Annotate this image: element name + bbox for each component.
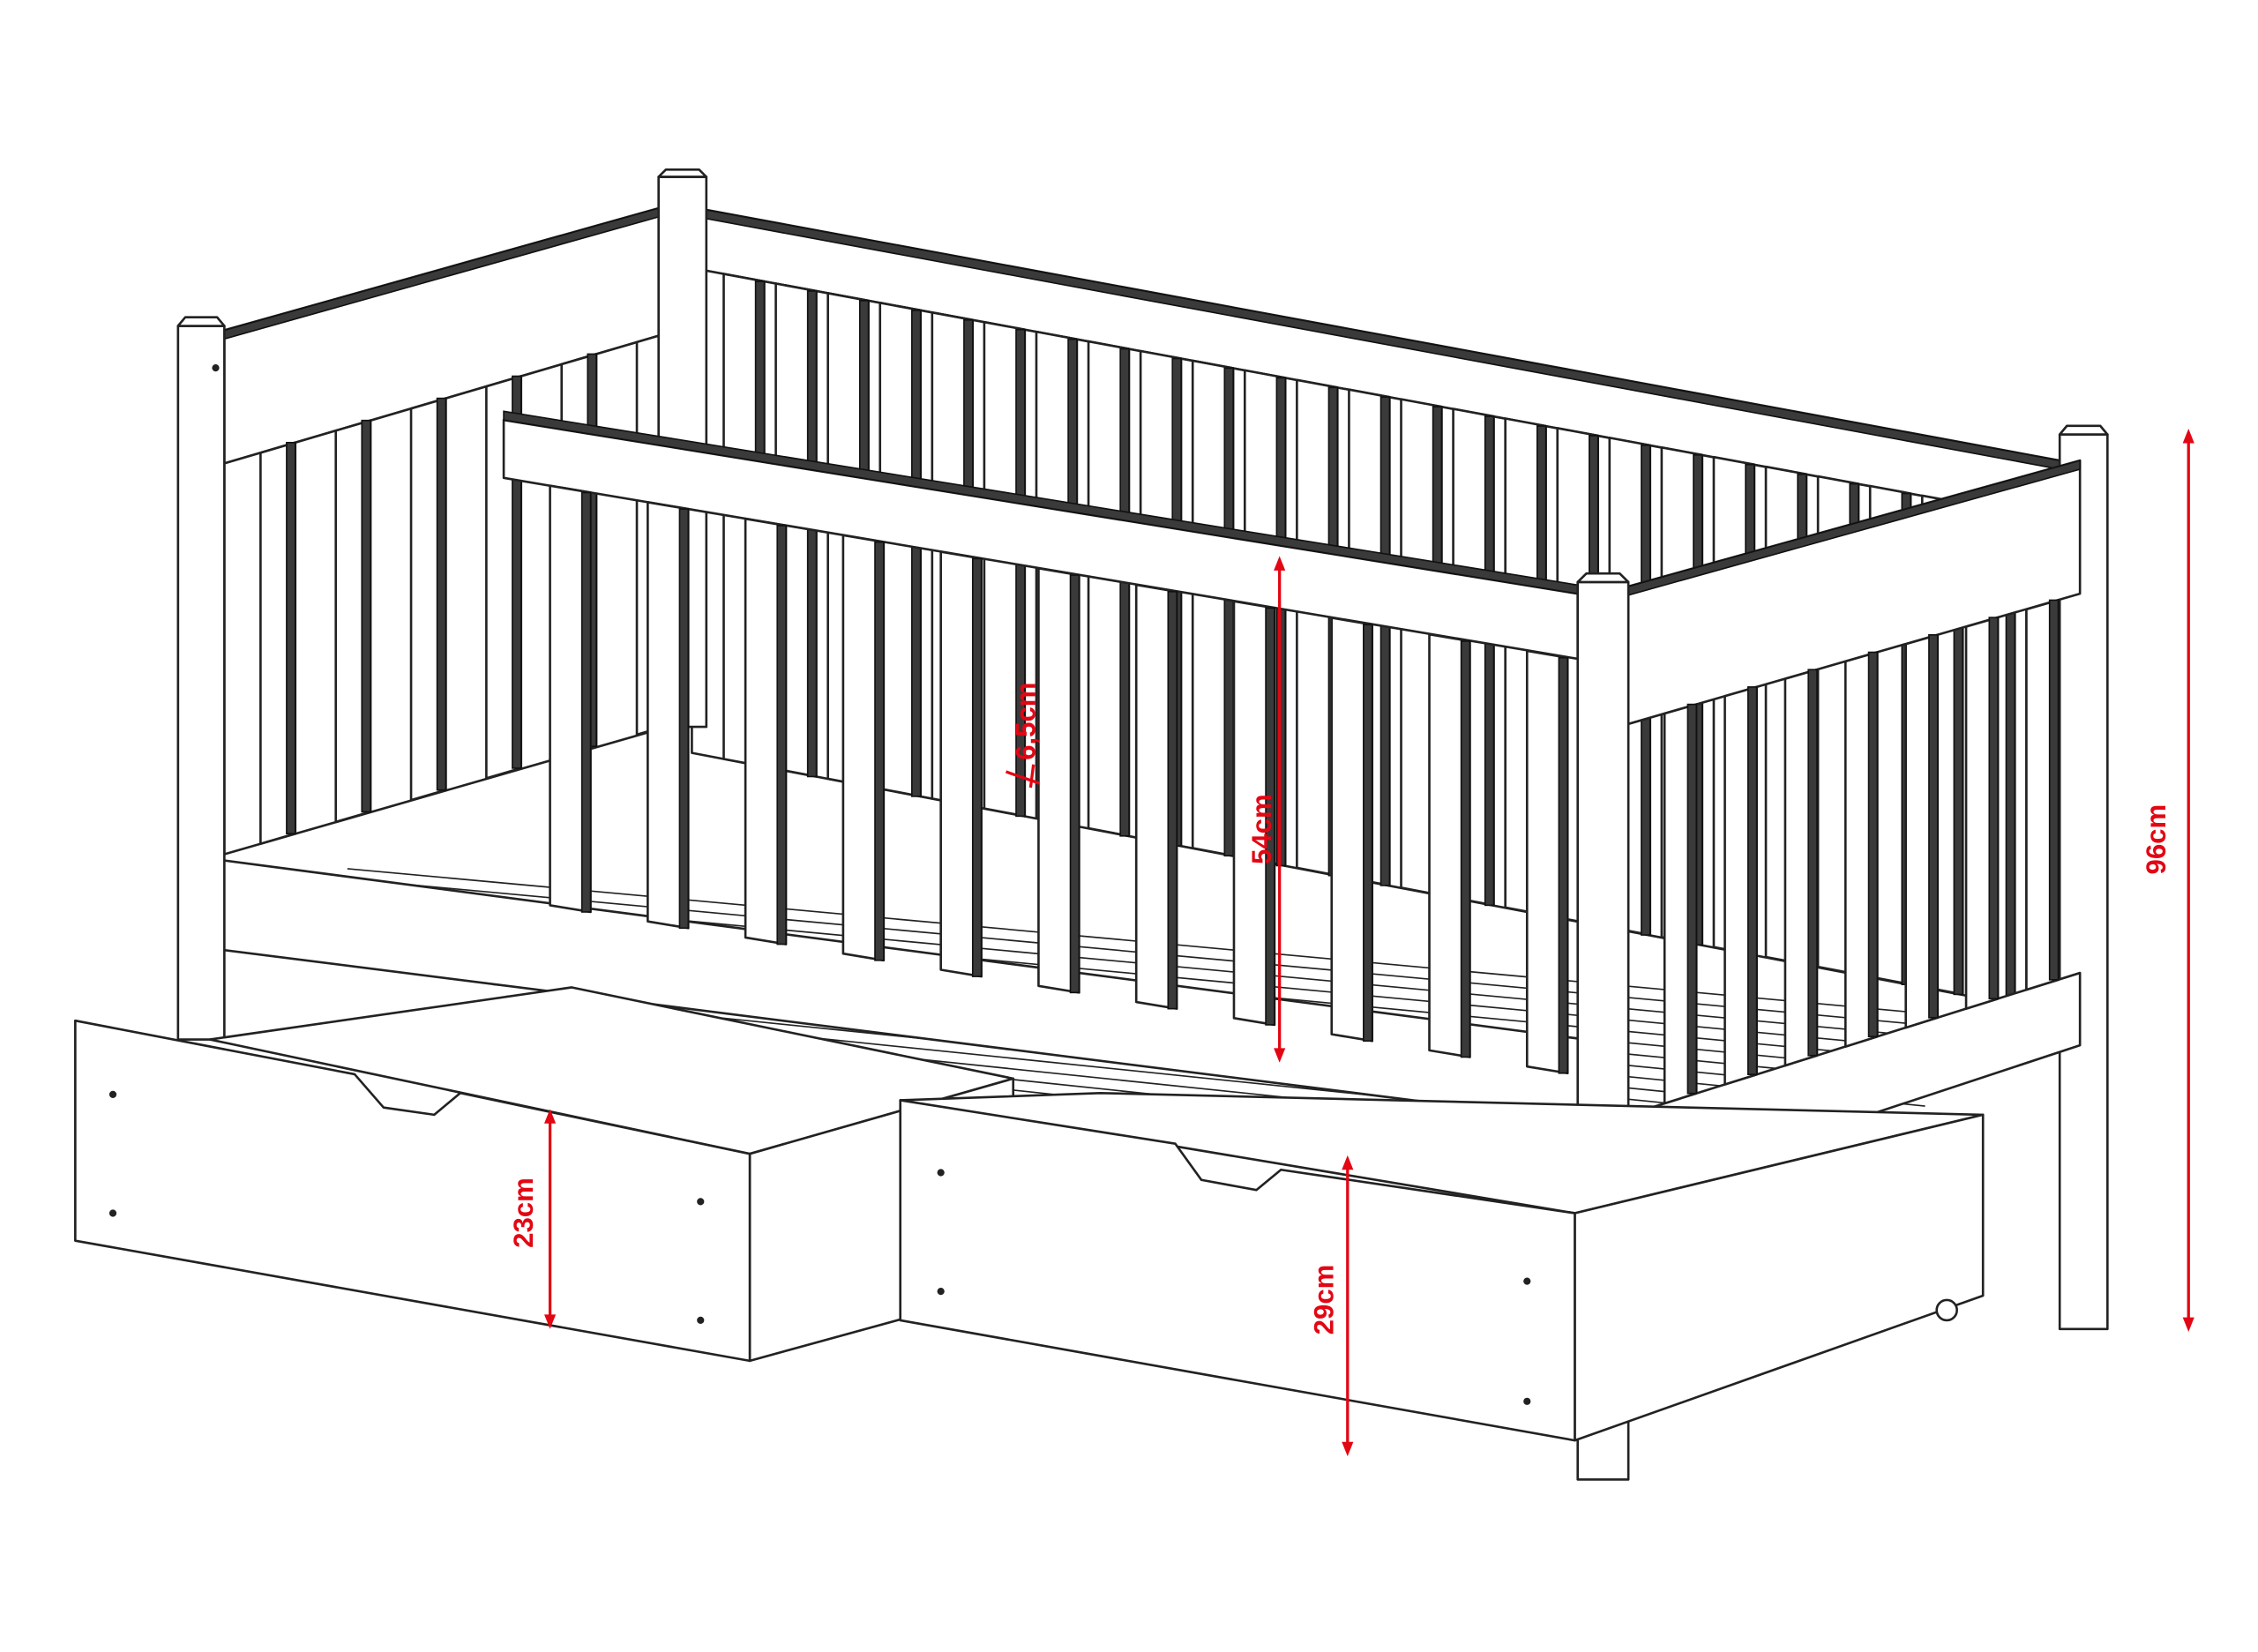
- back-right-post: [2058, 424, 2109, 1331]
- slat-shadow: [1119, 348, 1130, 837]
- slat-shadow: [1558, 656, 1569, 1074]
- slat-shadow: [361, 419, 371, 813]
- slat-shadow: [678, 508, 690, 930]
- right-drawer[interactable]: [899, 1091, 1985, 1442]
- slat-shadow: [1265, 607, 1275, 1026]
- slat-shadow: [1686, 703, 1698, 1095]
- slat-shadow: [1015, 328, 1026, 818]
- slat-shadow: [874, 541, 885, 961]
- left-side-panel: [223, 201, 679, 856]
- total-height-label: 96cm: [2141, 804, 2172, 875]
- slat-shadow: [1807, 669, 1818, 1057]
- slat-shadow: [1746, 686, 1758, 1076]
- dimension-slat-gap: 6,5cm: [1005, 682, 1041, 789]
- slat-shadow: [1167, 590, 1178, 1010]
- slat-shadow: [1484, 415, 1495, 907]
- slat-shadow: [1928, 634, 1939, 1019]
- slat-shadow: [1460, 640, 1471, 1058]
- slat-gap-label: 6,5cm: [1010, 682, 1041, 759]
- rail-height-label: 54cm: [1246, 794, 1277, 864]
- right-drawer-height-label: 29cm: [1308, 1265, 1339, 1335]
- slat-shadow: [2048, 599, 2060, 981]
- slat-shadow: [286, 441, 296, 835]
- slat-shadow: [776, 525, 787, 946]
- slat-shadow: [1069, 574, 1080, 994]
- slat-shadow: [1223, 367, 1234, 857]
- slat-shadow: [1988, 617, 1999, 1000]
- slat-shadow: [436, 397, 447, 791]
- dimension-rail-height: 54cm: [1246, 556, 1286, 1063]
- dimension-left-drawer-height: 23cm: [508, 1109, 557, 1329]
- dimension-right-drawer-height: 29cm: [1308, 1155, 1354, 1457]
- slat-shadow: [580, 491, 592, 913]
- left-drawer-height-label: 23cm: [508, 1177, 539, 1248]
- front-left-post: [176, 316, 226, 1041]
- slat-shadow: [971, 557, 983, 977]
- dimension-total-height: 96cm: [2141, 429, 2194, 1333]
- front-guard-rail: [502, 410, 1580, 1075]
- slat-shadow: [1363, 624, 1373, 1043]
- slat-shadow: [911, 310, 922, 797]
- slat-shadow: [512, 375, 522, 769]
- slat-shadow: [1867, 651, 1879, 1038]
- left-drawer[interactable]: [74, 986, 1015, 1363]
- slat-shadow: [806, 290, 818, 778]
- slat-shadow: [1379, 396, 1391, 886]
